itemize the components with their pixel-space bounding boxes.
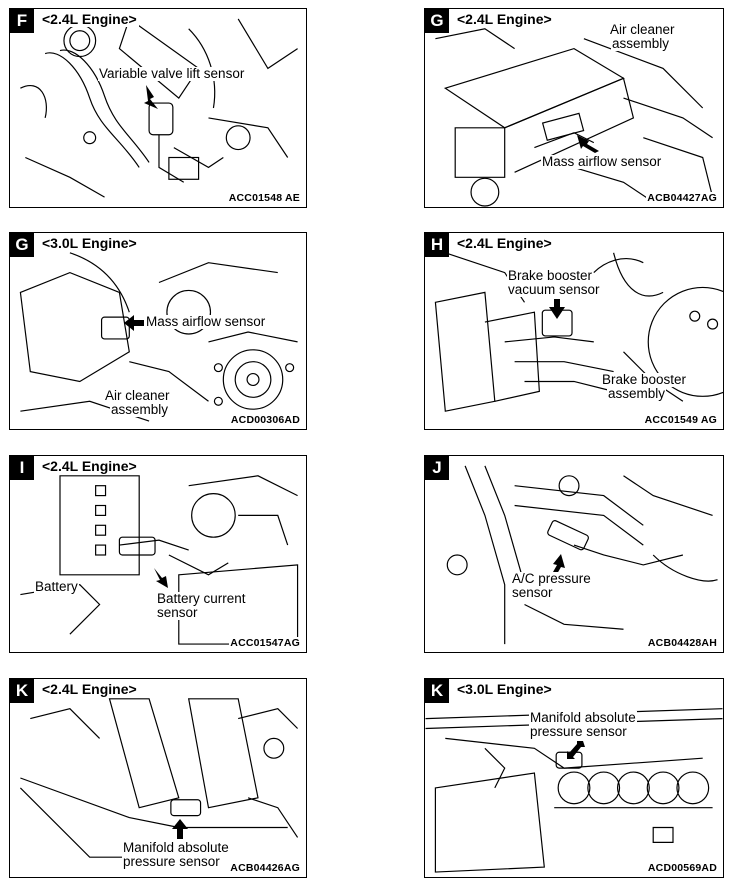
engine-line-drawing (446, 465, 718, 645)
pointer-arrow-icon (549, 299, 565, 319)
callout-mass-airflow-sensor: Mass airflow sensor (145, 314, 267, 329)
diagram-panel-j: J A/C pressure sensor ACB04428AH (424, 455, 724, 653)
diagram-panel-f: F <2.4L Engine> Variable valve lift sens… (9, 8, 307, 208)
diagram-panel-g-24: G <2.4L Engine> Air cleaner assembly Mas… (424, 8, 724, 208)
panel-badge: I (10, 456, 34, 480)
callout-battery-current: Battery current (156, 591, 247, 606)
pointer-arrow-icon (172, 819, 188, 839)
pointer-arrow-icon (577, 135, 599, 153)
panel-badge: G (10, 233, 34, 257)
diagram-panel-k-24: K <2.4L Engine> Manifold absolute pressu… (9, 678, 307, 878)
callout-manifold-absolute: Manifold absolute (122, 840, 230, 855)
engine-line-drawing (434, 252, 723, 412)
figure-code: ACD00569AD (646, 862, 718, 874)
engine-label: <2.4L Engine> (455, 11, 554, 27)
callout-brake-booster: Brake booster (507, 268, 594, 283)
callout-sensor: sensor (511, 585, 554, 600)
panel-badge: K (425, 679, 449, 703)
figure-code: ACC01547AG (229, 637, 301, 649)
callout-assembly: assembly (607, 386, 667, 401)
panel-badge: H (425, 233, 449, 257)
callout-air-cleaner: Air cleaner (609, 22, 676, 37)
panel-badge: F (10, 9, 34, 33)
figure-code: ACC01549 AG (643, 414, 718, 426)
figure-code: ACB04426AG (229, 862, 301, 874)
engine-line-drawing (425, 708, 723, 873)
panel-badge: G (425, 9, 449, 33)
pointer-arrow-icon (154, 568, 168, 588)
callout-assembly: assembly (611, 36, 671, 51)
pointer-arrow-icon (124, 315, 144, 331)
engine-line-drawing (435, 28, 714, 207)
engine-label: <3.0L Engine> (455, 681, 554, 697)
callout-manifold-absolute: Manifold absolute (529, 710, 637, 725)
callout-battery: Battery (34, 579, 79, 594)
panel-badge: K (10, 679, 34, 703)
callout-brake-booster: Brake booster (601, 372, 688, 387)
figure-code: ACB04427AG (646, 192, 718, 204)
figure-code: ACB04428AH (646, 637, 718, 649)
callout-variable-valve-lift-sensor: Variable valve lift sensor (98, 66, 246, 81)
pointer-arrow-icon (144, 85, 158, 109)
engine-label: <3.0L Engine> (40, 235, 139, 251)
callout-pressure-sensor: pressure sensor (529, 724, 628, 739)
diagram-panel-k-30: K <3.0L Engine> Manifold absolute pressu… (424, 678, 724, 878)
figure-code: ACD00306AD (229, 414, 301, 426)
panel-badge: J (425, 456, 449, 480)
diagram-panel-g-30: G <3.0L Engine> Mass airflow sensor Air … (9, 232, 307, 430)
engine-line-drawing (20, 475, 299, 645)
callout-vacuum-sensor: vacuum sensor (507, 282, 601, 297)
engine-label: <2.4L Engine> (455, 235, 554, 251)
pointer-arrow-icon (567, 741, 585, 759)
callout-pressure-sensor: pressure sensor (122, 854, 221, 869)
engine-label: <2.4L Engine> (40, 11, 139, 27)
callout-mass-airflow-sensor: Mass airflow sensor (541, 154, 663, 169)
diagram-panel-h: H <2.4L Engine> Brake booster vacuum sen… (424, 232, 724, 430)
callout-air-cleaner: Air cleaner (104, 388, 171, 403)
diagram-panel-i: I <2.4L Engine> Battery Battery current … (9, 455, 307, 653)
engine-label: <2.4L Engine> (40, 458, 139, 474)
engine-line-drawing (19, 252, 298, 422)
callout-sensor: sensor (156, 605, 199, 620)
engine-line-drawing (20, 17, 298, 198)
callout-assembly: assembly (110, 402, 170, 417)
pointer-arrow-icon (553, 554, 565, 574)
figure-code: ACC01548 AE (227, 192, 301, 204)
callout-ac-pressure: A/C pressure (511, 571, 592, 586)
engine-label: <2.4L Engine> (40, 681, 139, 697)
